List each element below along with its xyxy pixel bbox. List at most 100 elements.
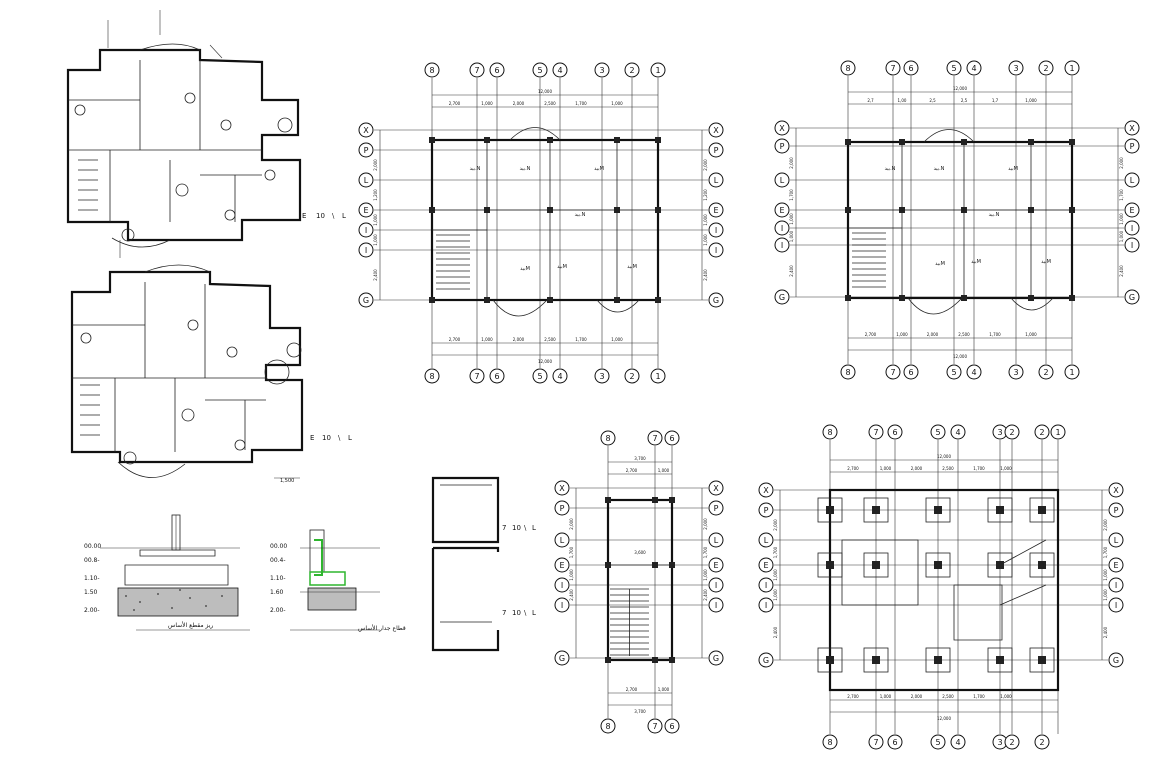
left-axis-bubble: X [363,126,369,135]
bottom-axis-bubble-circle [624,368,640,384]
top-dim: 2,700 [847,466,859,471]
left-axis-bubble-circle [358,122,374,138]
left-axis-bubble: L [780,176,785,185]
top-axis-bubble: 3 [1013,64,1018,73]
right-axis-bubble: P [1130,142,1135,151]
bottom-axis-bubble: 4 [971,368,976,377]
top-axis-bubble: 8 [827,428,832,437]
top-axis-bubble: 1 [1069,64,1074,73]
top-axis-bubble-circle [1038,60,1054,76]
bottom-axis-bubble: 8 [845,368,850,377]
side-dim-left: 1,000 [773,589,778,601]
top-axis-bubble: 1 [1055,428,1060,437]
top-axis-bubble: 7 [873,428,878,437]
bottom-axis-bubble: 5 [537,372,542,381]
section-b-level-1: 00.00 [270,543,287,550]
top-axis-bubble-circle [600,430,616,446]
bottom-axis-bubble-circle [1034,734,1050,750]
left-axis-bubble: I [781,241,783,250]
bottom-axis-bubble: 4 [955,738,960,747]
top-axis-bubble: 6 [908,64,913,73]
bottom-axis-bubble-circle [1004,734,1020,750]
room-label: بيد.N [989,212,1000,218]
bottom-dim: 2,700 [626,687,638,692]
bottom-axis-bubble: 8 [605,722,610,731]
right-axis-bubble: P [714,146,719,155]
right-axis-bubble-circle [1108,557,1124,573]
key-plan-lower-label-3: \ [338,434,341,442]
left-axis-bubble: X [763,486,769,495]
bottom-dim: 1,700 [575,337,587,342]
left-axis-bubble-circle [758,482,774,498]
bottom-dim: 1,000 [1025,332,1037,337]
bottom-axis-bubble-circle [647,718,663,734]
side-dim-right: 1,700 [703,546,708,558]
top-axis-bubble-circle [624,62,640,78]
room-dim-label: 3,600 [634,550,646,555]
bottom-axis-bubble-circle [1064,364,1080,380]
bottom-axis-bubble: 2 [629,372,634,381]
bottom-dim: 2,500 [958,332,970,337]
side-dim-left: 2,000 [569,518,574,530]
key-plan-lower-dim: 1,500 [280,478,294,484]
right-axis-bubble-circle [708,292,724,308]
left-axis-bubble: I [365,246,367,255]
side-dim-right: 2,400 [1103,626,1108,638]
bottom-total-dim: 12,000 [937,716,951,721]
top-dim: 2,500 [942,466,954,471]
right-axis-bubble: X [713,484,719,493]
top-axis-bubble: 3 [599,66,604,75]
left-axis-bubble: G [763,656,769,665]
left-axis-bubble-circle [774,220,790,236]
bottom-axis-bubble: 3 [599,372,604,381]
side-dim-left: 2,400 [373,269,378,281]
right-axis-bubble-circle [708,577,724,593]
right-axis-bubble-circle [708,480,724,496]
top-axis-bubble: 1 [655,66,660,75]
room-label: بيد.N [575,212,586,218]
top-axis-bubble: 7 [890,64,895,73]
small-detail-label-8: L [532,609,536,617]
top-axis-bubble-circle [647,430,663,446]
small-detail-label-1: 7 [502,524,506,532]
left-axis-bubble: L [364,176,369,185]
bottom-axis-bubble-circle [966,364,982,380]
right-axis-bubble-circle [1108,652,1124,668]
right-axis-bubble-circle [1124,289,1140,305]
side-dim-left: 1,000 [773,569,778,581]
top-axis-bubble: 7 [652,434,657,443]
bottom-dim: 1,000 [880,694,892,699]
side-dim-right: 1,000 [1103,569,1108,581]
top-dim: 1,000 [611,101,623,106]
top-dim: 1,000 [481,101,493,106]
right-axis-bubble: I [715,246,717,255]
top-axis-bubble-circle [840,60,856,76]
top-axis-bubble: 6 [669,434,674,443]
top-total-dim: 3,700 [634,456,646,461]
side-dim-right: 2,400 [1119,265,1124,277]
bottom-axis-bubble: 4 [557,372,562,381]
side-dim-right: 1,000 [703,214,708,226]
bottom-axis-bubble: 7 [890,368,895,377]
side-dim-right: 2,000 [703,518,708,530]
bottom-axis-bubble-circle [532,368,548,384]
right-axis-bubble: E [1129,206,1134,215]
left-axis-bubble: P [560,504,565,513]
left-axis-bubble-circle [358,142,374,158]
right-axis-bubble-circle [708,142,724,158]
right-axis-bubble: I [715,581,717,590]
bottom-axis-bubble: 3 [1013,368,1018,377]
bottom-axis-bubble-circle [885,364,901,380]
top-axis-bubble: 5 [951,64,956,73]
bottom-axis-bubble: 6 [669,722,674,731]
side-dim-right: 1,000 [703,569,708,581]
plan-outer-wall [828,488,1060,692]
right-axis-bubble: G [713,296,719,305]
right-axis-bubble: E [1113,561,1118,570]
room-label: بيدM [1041,259,1051,265]
side-dim-right: 1,000 [703,234,708,246]
left-axis-bubble-circle [554,650,570,666]
bottom-total-dim: 12,000 [953,354,967,359]
right-axis-bubble-circle [708,557,724,573]
